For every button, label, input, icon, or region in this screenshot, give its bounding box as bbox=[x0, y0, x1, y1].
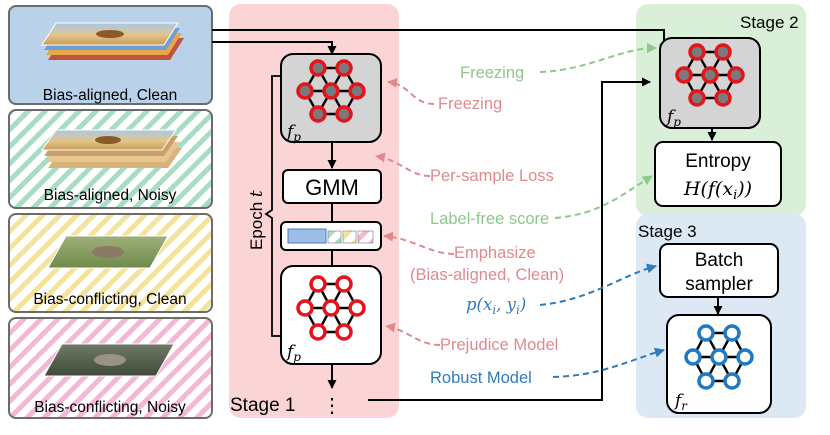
epoch-brace bbox=[264, 75, 280, 337]
epoch-label: Epoch t bbox=[247, 190, 267, 250]
gmm-box: GMM bbox=[282, 169, 382, 204]
annotation-emphasize: Emphasize bbox=[454, 244, 536, 262]
annotation-emphasize-detail: (Bias-aligned, Clean) bbox=[410, 266, 564, 284]
model-label: fp bbox=[285, 342, 301, 364]
frozen-prejudice-model-copy: fp bbox=[659, 37, 761, 129]
entropy-formula: H(f(xi)) bbox=[683, 178, 752, 203]
image-stack-aligned-clean bbox=[41, 22, 184, 60]
network-graph-icon bbox=[296, 59, 366, 123]
blue-annotation-arrows bbox=[539, 263, 665, 378]
annotation-per-sample-loss: Per-sample Loss bbox=[430, 167, 554, 185]
dataset-panel-conflicting-noisy: Bias-conflicting, Noisy bbox=[8, 317, 213, 419]
annotation-label-free-score: Label-free score bbox=[430, 210, 549, 228]
dataset-label: Bias-aligned, Clean bbox=[43, 87, 177, 104]
continuation-ellipsis: ⋮ bbox=[322, 395, 342, 417]
image-stack-aligned-noisy bbox=[41, 129, 182, 168]
network-graph-icon bbox=[675, 43, 745, 107]
prejudice-model-trained: fp bbox=[280, 265, 382, 365]
model-label: fr bbox=[673, 391, 688, 413]
sampler-label-line1: Batch bbox=[695, 250, 744, 271]
gmm-label: GMM bbox=[305, 175, 359, 200]
dataset-label: Bias-conflicting, Clean bbox=[33, 291, 186, 308]
dataset-label: Bias-aligned, Noisy bbox=[44, 187, 177, 204]
stage2-title: Stage 2 bbox=[740, 13, 799, 32]
annotation-p-xy: p(xi, yi) bbox=[466, 295, 526, 317]
green-annotation-arrows bbox=[539, 43, 657, 219]
dataset-panel-conflicting-clean: Bias-conflicting, Clean bbox=[8, 213, 213, 313]
annotation-robust-model: Robust Model bbox=[430, 369, 532, 387]
entropy-box: Entropy H(f(xi)) bbox=[654, 141, 782, 207]
image-conflicting-noisy bbox=[43, 343, 175, 377]
batch-sampler-box: Batch sampler bbox=[659, 243, 779, 298]
model-label: fp bbox=[285, 122, 301, 144]
network-graph-icon bbox=[684, 324, 754, 390]
dataset-panel-aligned-noisy: Bias-aligned, Noisy bbox=[8, 109, 213, 209]
annotation-freezing-stage2: Freezing bbox=[460, 64, 524, 82]
image-conflicting-clean bbox=[47, 235, 169, 269]
sample-weights-box bbox=[280, 221, 382, 251]
annotation-prejudice-model: Prejudice Model bbox=[440, 336, 558, 354]
robust-model: fr bbox=[666, 314, 772, 414]
red-annotation-arrows bbox=[375, 77, 455, 346]
model-label: fp bbox=[665, 107, 681, 129]
prejudice-model-frozen: fp bbox=[280, 53, 382, 144]
annotation-freezing-stage1: Freezing bbox=[438, 95, 502, 113]
entropy-label: Entropy bbox=[685, 151, 751, 172]
stage1-title: Stage 1 bbox=[230, 395, 296, 416]
stage3-title: Stage 3 bbox=[638, 222, 697, 241]
network-graph-icon bbox=[296, 275, 366, 341]
sampler-label-line2: sampler bbox=[685, 274, 753, 295]
dataset-label: Bias-conflicting, Noisy bbox=[34, 399, 186, 416]
dataset-panel-aligned-clean: Bias-aligned, Clean bbox=[8, 5, 213, 105]
